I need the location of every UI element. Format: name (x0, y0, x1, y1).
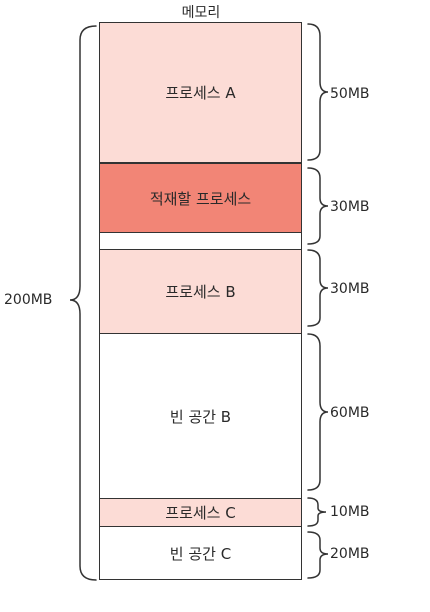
memory-column: 프로세스 A 적재할 프로세스 프로세스 B 빈 공간 B 프로세스 C 빈 공… (99, 22, 302, 580)
size-label-process-b: 30MB (330, 281, 370, 297)
block-gap (100, 233, 301, 250)
right-brace-incoming (307, 167, 329, 245)
size-label-process-c: 10MB (330, 504, 370, 520)
right-brace-a (307, 23, 329, 161)
right-brace-c (307, 497, 327, 527)
block-free-b: 빈 공간 B (100, 334, 301, 499)
size-label-process-a: 50MB (330, 86, 370, 102)
right-brace-free-c (307, 531, 329, 579)
block-process-c: 프로세스 C (100, 499, 301, 527)
block-process-a: 프로세스 A (100, 23, 301, 163)
total-size-label: 200MB (4, 292, 53, 308)
memory-title: 메모리 (181, 5, 221, 21)
block-free-c: 빈 공간 C (100, 527, 301, 579)
size-label-incoming: 30MB (330, 199, 370, 215)
block-label: 프로세스 B (165, 283, 236, 301)
block-label: 빈 공간 B (169, 407, 232, 426)
block-incoming-process: 적재할 프로세스 (100, 163, 301, 233)
size-label-free-c: 20MB (330, 546, 370, 562)
block-process-b: 프로세스 B (100, 250, 301, 334)
block-label: 빈 공간 C (169, 544, 232, 563)
left-brace (69, 25, 97, 581)
block-label: 프로세스 A (165, 84, 236, 102)
right-brace-free-b (307, 333, 329, 491)
right-brace-b (307, 249, 329, 327)
size-label-free-b: 60MB (330, 405, 370, 421)
block-label: 프로세스 C (165, 504, 236, 522)
block-label: 적재할 프로세스 (149, 189, 252, 208)
